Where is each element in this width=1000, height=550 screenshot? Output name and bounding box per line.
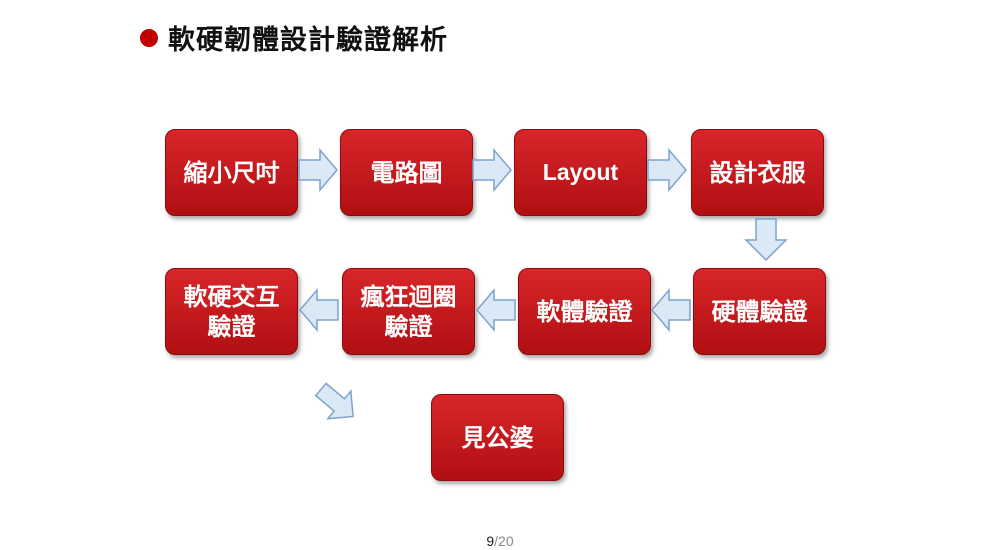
slide-title-row: 軟硬韌體設計驗證解析 (140, 18, 448, 57)
bullet-icon (140, 28, 158, 47)
left-arrow-icon (651, 287, 691, 333)
step-box-shrink-size: 縮小尺吋 (165, 129, 298, 216)
step-box-hw-sw-interaction-verification: 軟硬交互 驗證 (165, 268, 298, 355)
right-arrow-icon (298, 147, 338, 193)
left-arrow-icon (299, 287, 339, 333)
step-box-circuit-diagram: 電路圖 (340, 129, 473, 216)
page-total: 20 (498, 533, 514, 549)
step-box-layout: Layout (514, 129, 647, 216)
right-arrow-icon (647, 147, 687, 193)
right-arrow-icon (472, 147, 512, 193)
step-box-meet-in-laws: 見公婆 (431, 394, 564, 481)
step-box-hardware-verification: 硬體驗證 (693, 268, 826, 355)
step-box-crazy-loop-verification: 瘋狂迴圈 驗證 (342, 268, 475, 355)
slide-title: 軟硬韌體設計驗證解析 (168, 25, 448, 56)
step-box-design-clothes: 設計衣服 (691, 129, 824, 216)
page-number: 9/20 (0, 533, 1000, 549)
page-separator: / (494, 533, 499, 549)
page-current: 9 (486, 533, 495, 549)
left-arrow-icon (476, 287, 516, 333)
diagonal-arrow-icon (314, 382, 354, 420)
down-arrow-icon (744, 218, 788, 262)
step-box-software-verification: 軟體驗證 (518, 268, 651, 355)
